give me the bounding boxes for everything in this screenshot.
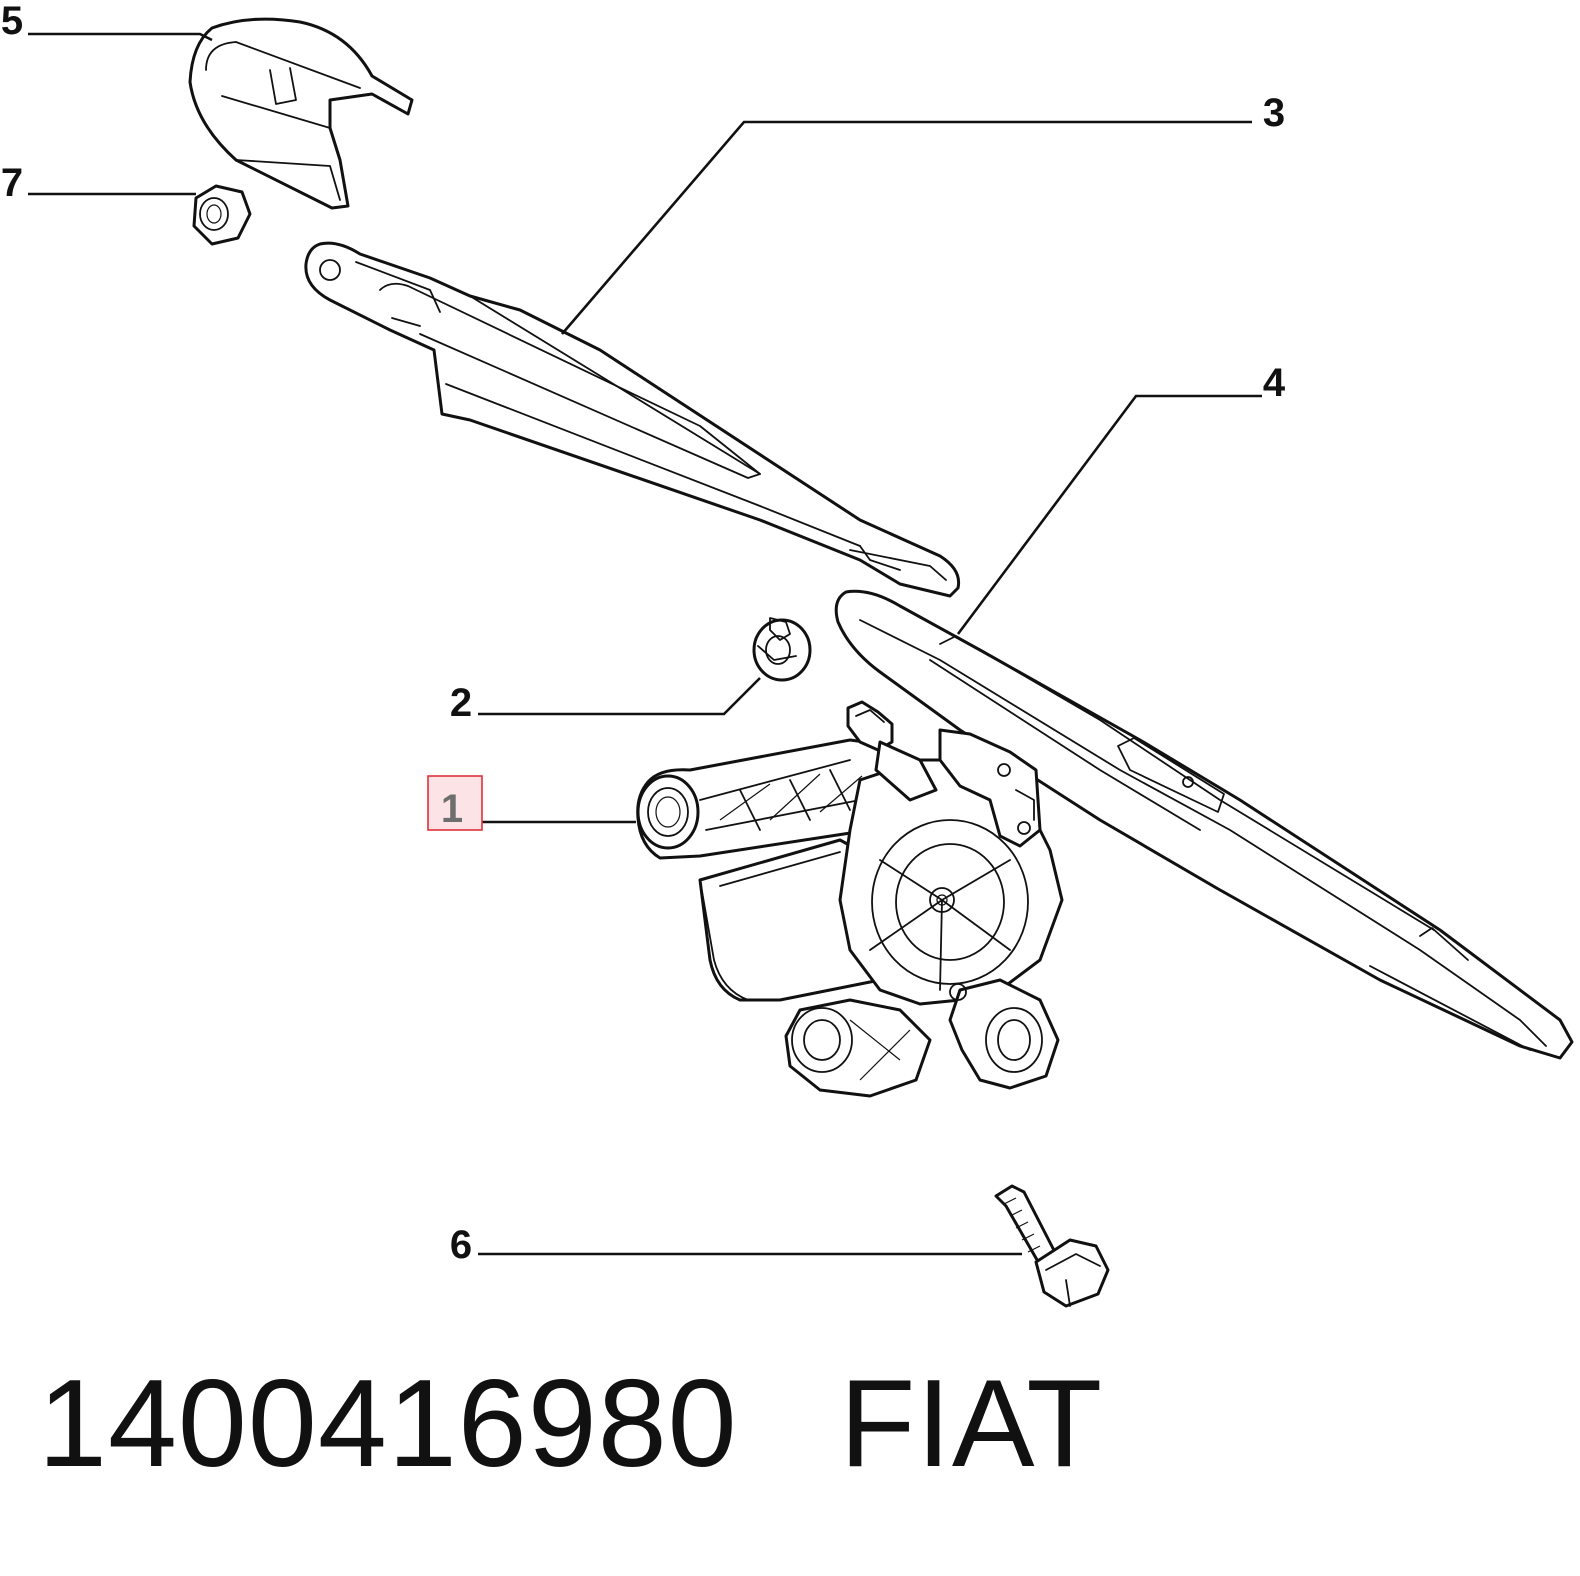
callout-1: 1 — [441, 787, 463, 831]
callout-2: 2 — [450, 681, 472, 725]
part-3-wiper-arm[interactable] — [304, 241, 961, 598]
part-number: 1400416980 — [38, 1355, 738, 1493]
leader-4 — [956, 394, 1262, 635]
callout-1-highlight — [427, 775, 483, 831]
callout-7: 7 — [1, 161, 23, 205]
part-2-washer[interactable] — [752, 617, 812, 682]
part-4-wiper-blade[interactable] — [834, 589, 1574, 1060]
leader-lines — [28, 32, 1262, 1256]
part-7-nut[interactable] — [192, 184, 252, 246]
callout-6: 6 — [450, 1223, 472, 1267]
callout-3: 3 — [1263, 91, 1285, 135]
callout-5: 5 — [1, 0, 23, 43]
part-5-arm-cap[interactable] — [188, 17, 414, 210]
part-1-wiper-motor[interactable] — [636, 700, 1064, 1098]
leader-5 — [28, 32, 213, 42]
callout-4: 4 — [1263, 361, 1286, 405]
leader-2 — [478, 677, 761, 716]
brand-name: FIAT — [839, 1355, 1104, 1493]
callouts: 1 2 3 4 5 6 7 — [1, 0, 1286, 1267]
part-6-bolt[interactable] — [994, 1184, 1110, 1308]
leader-3 — [561, 120, 1252, 335]
